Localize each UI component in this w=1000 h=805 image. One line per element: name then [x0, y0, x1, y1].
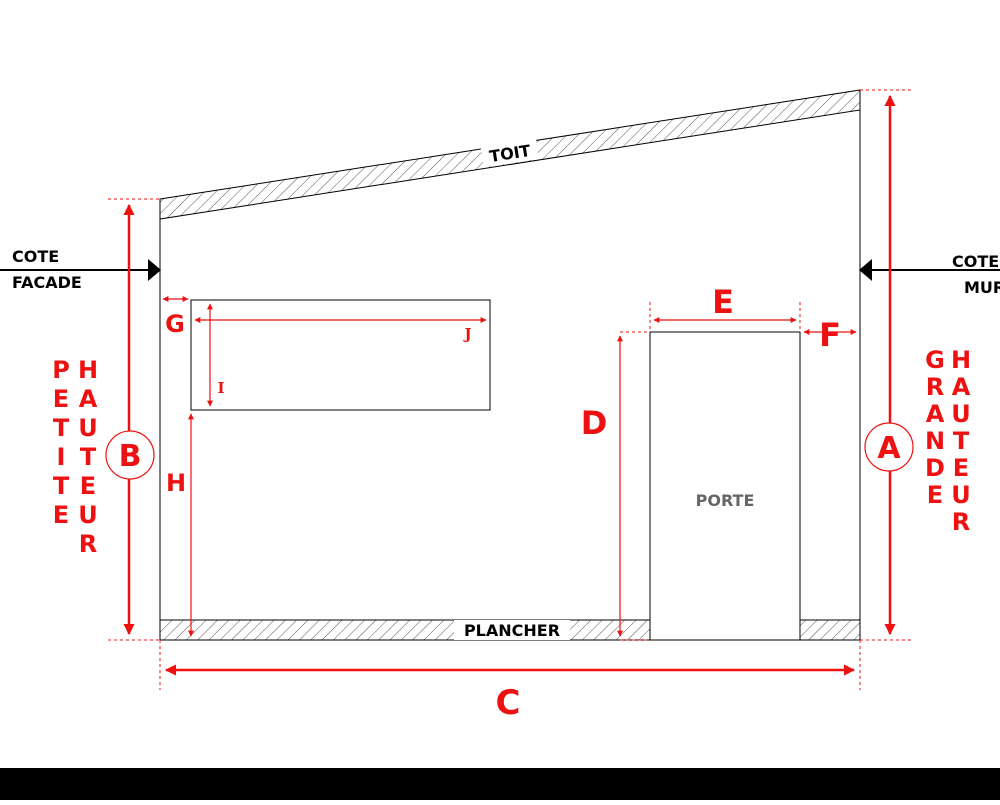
dimension-e-label: E [712, 283, 734, 321]
front-side-label-2: FACADE [12, 273, 82, 292]
door [649, 331, 801, 641]
dimension-a-label: A [877, 431, 901, 466]
dimension-b-circle [105, 430, 155, 480]
floor-band-left [159, 619, 651, 641]
dimension-d-label: D [581, 404, 608, 442]
dimension-j-label: J [462, 325, 471, 343]
floor-band-right [799, 619, 861, 641]
floor-label: PLANCHER [464, 621, 560, 640]
wall-side-label-1: COTE [952, 252, 999, 271]
dimension-h-label: H [166, 469, 186, 497]
bottom-bar [0, 768, 1000, 800]
front-side-label-1: COTE [12, 247, 59, 266]
dimension-c-label: C [496, 683, 521, 723]
dimension-b-label: B [119, 439, 142, 474]
window [190, 299, 491, 411]
front-side-arrow-icon [148, 259, 161, 281]
door-label: PORTE [696, 491, 755, 510]
dimension-g-label: G [165, 310, 185, 338]
wall-side-arrow-icon [859, 259, 872, 281]
wall-side-label-2: MUR [964, 278, 1000, 297]
dimension-a-circle [864, 422, 914, 472]
dimension-f-label: F [819, 316, 841, 354]
dimension-i-label: I [217, 379, 224, 397]
